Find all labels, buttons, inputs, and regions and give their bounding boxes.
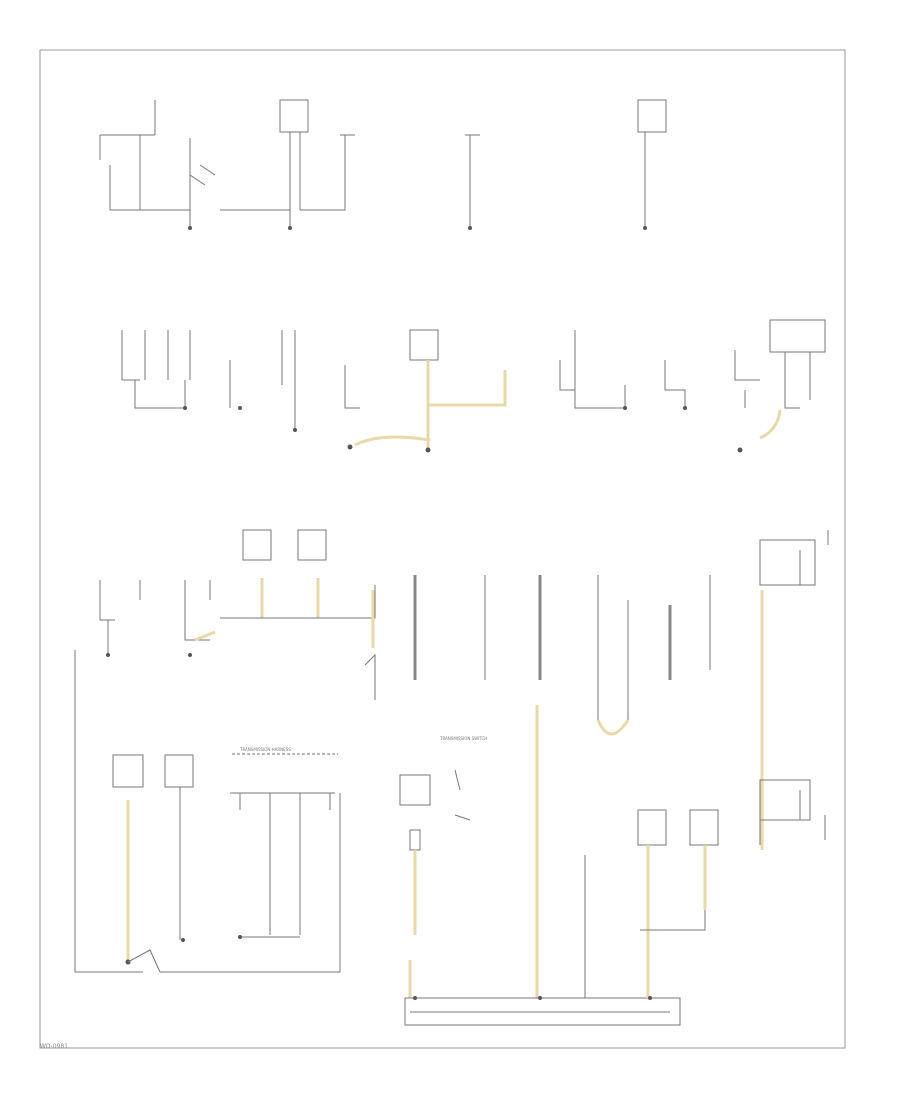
ground-points <box>413 996 652 1000</box>
row3-components <box>99 529 829 850</box>
row1-components <box>99 99 667 230</box>
harness-label: TRANSMISSION HARNESS <box>239 747 291 752</box>
trans-switch-label: TRANSMISSION SWITCH <box>439 736 487 741</box>
footer-code: WD-0981 <box>40 1043 68 1050</box>
row4-components: TRANSMISSION HARNESS TRANSMISSION SWITCH <box>74 650 826 1026</box>
row2-components <box>121 319 826 453</box>
diagram-frame <box>39 49 846 1049</box>
